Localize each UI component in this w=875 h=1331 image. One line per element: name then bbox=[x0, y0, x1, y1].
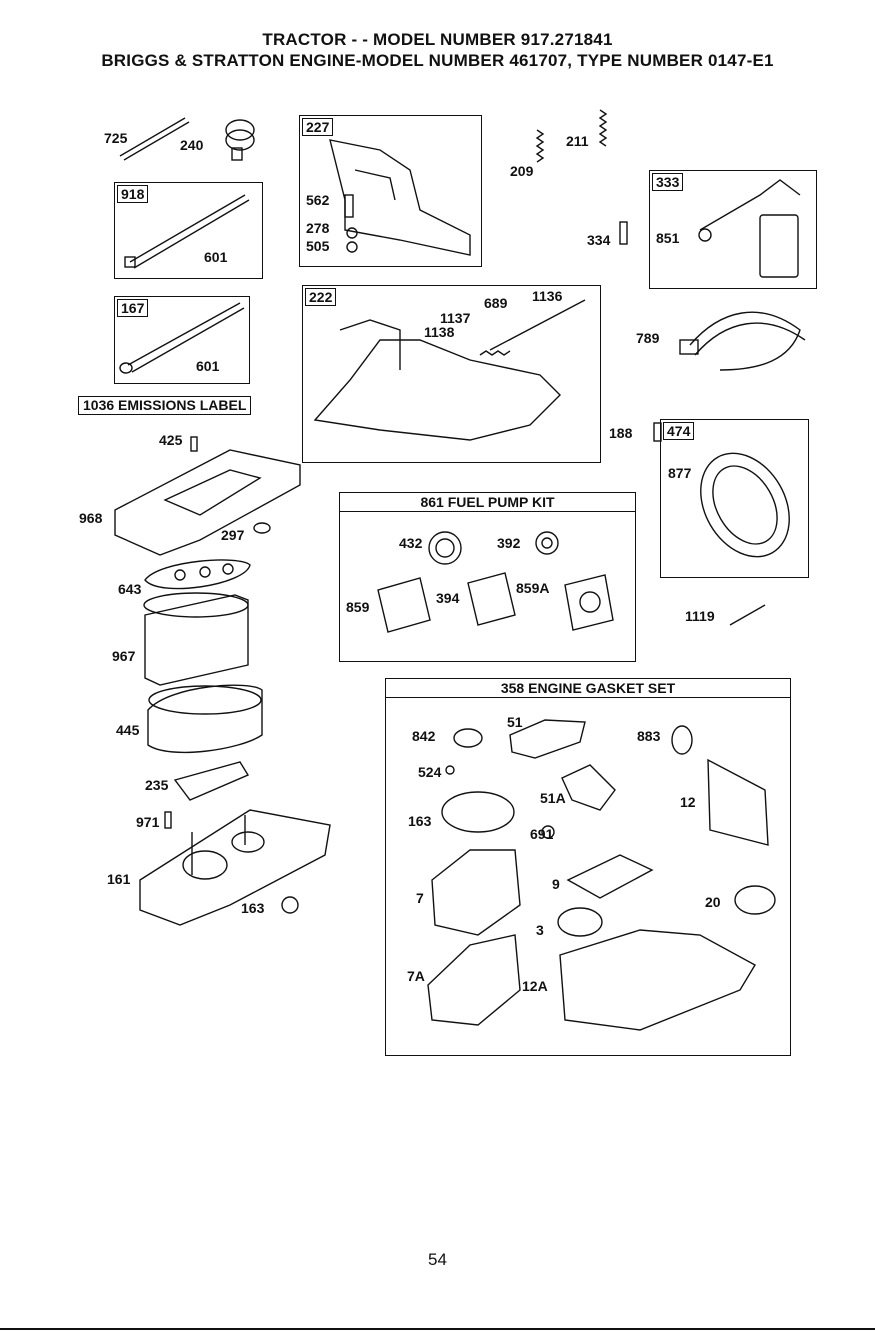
precleaner-967-drawing bbox=[143, 592, 249, 686]
part-967: 967 bbox=[112, 648, 136, 664]
page-title-line1: TRACTOR - - MODEL NUMBER 917.271841 bbox=[262, 30, 613, 49]
box-167-tag: 167 bbox=[117, 299, 149, 317]
part-12a: 12A bbox=[522, 978, 548, 994]
engine-gasket-set-box: 358 ENGINE GASKET SET bbox=[385, 678, 791, 1056]
springs-drawing bbox=[535, 109, 608, 163]
module-333-drawing bbox=[698, 179, 801, 278]
bolt-188-drawing bbox=[653, 422, 662, 442]
part-3: 3 bbox=[536, 922, 544, 938]
part-877: 877 bbox=[668, 465, 692, 481]
fuel-pump-kit-header: 861 FUEL PUMP KIT bbox=[340, 493, 635, 512]
part-425: 425 bbox=[159, 432, 183, 448]
nut-297-drawing bbox=[253, 522, 271, 534]
part-505: 505 bbox=[306, 238, 330, 254]
part-789: 789 bbox=[636, 330, 660, 346]
screw-425-drawing bbox=[190, 436, 198, 452]
part-7a: 7A bbox=[407, 968, 425, 984]
base-161-drawing bbox=[139, 809, 331, 926]
stator-877-drawing bbox=[700, 452, 790, 558]
fuel-pump-parts-drawing bbox=[377, 531, 614, 633]
box-222: 222 bbox=[302, 285, 601, 463]
box-918: 918 bbox=[114, 182, 263, 279]
part-691: 691 bbox=[530, 826, 554, 842]
part-643: 643 bbox=[118, 581, 142, 597]
bracket-235-drawing bbox=[173, 761, 250, 801]
screw-971-drawing bbox=[164, 811, 172, 829]
part-51: 51 bbox=[507, 714, 523, 730]
bolt-1119-drawing bbox=[729, 604, 766, 626]
box-918-tag: 918 bbox=[117, 185, 149, 203]
part-7: 7 bbox=[416, 890, 424, 906]
part-1119: 1119 bbox=[685, 608, 715, 624]
part-240: 240 bbox=[180, 137, 204, 153]
engine-gasket-set-header: 358 ENGINE GASKET SET bbox=[386, 679, 790, 698]
part-163-b: 163 bbox=[408, 813, 432, 829]
box-333: 333 bbox=[649, 170, 817, 289]
part-163-a: 163 bbox=[241, 900, 265, 916]
part-278: 278 bbox=[306, 220, 330, 236]
part-12: 12 bbox=[680, 794, 696, 810]
part-859: 859 bbox=[346, 599, 370, 615]
box-474-tag: 474 bbox=[663, 422, 695, 440]
part-842: 842 bbox=[412, 728, 436, 744]
box-474: 474 bbox=[660, 419, 809, 578]
part-1137: 1137 bbox=[440, 310, 471, 326]
part-1136: 1136 bbox=[532, 288, 563, 304]
part-445: 445 bbox=[116, 722, 140, 738]
gasket-163a-drawing bbox=[281, 896, 299, 914]
cover-968-drawing bbox=[114, 449, 301, 556]
panel-222-drawing bbox=[313, 299, 586, 441]
box-227: 227 bbox=[299, 115, 482, 267]
knob-240-drawing bbox=[225, 119, 255, 161]
part-209: 209 bbox=[510, 163, 534, 179]
part-188: 188 bbox=[609, 425, 633, 441]
bottom-rule bbox=[0, 1328, 875, 1330]
filter-445-drawing bbox=[147, 684, 263, 754]
part-297: 297 bbox=[221, 527, 245, 543]
harness-789-drawing bbox=[679, 311, 806, 371]
box-167: 167 bbox=[114, 296, 250, 384]
part-9: 9 bbox=[552, 876, 560, 892]
emissions-label-box: 1036 EMISSIONS LABEL bbox=[78, 396, 252, 415]
part-394: 394 bbox=[436, 590, 460, 606]
part-161: 161 bbox=[107, 871, 131, 887]
part-524: 524 bbox=[418, 764, 442, 780]
part-883: 883 bbox=[637, 728, 661, 744]
part-601-b: 601 bbox=[196, 358, 220, 374]
box-227-tag: 227 bbox=[302, 118, 334, 136]
part-689: 689 bbox=[484, 295, 508, 311]
page-number: 54 bbox=[428, 1250, 447, 1269]
rod-725-drawing bbox=[119, 117, 186, 157]
page-title-line2: BRIGGS & STRATTON ENGINE-MODEL NUMBER 46… bbox=[101, 51, 774, 70]
bolt-334-drawing bbox=[619, 221, 628, 245]
part-562: 562 bbox=[306, 192, 330, 208]
part-392: 392 bbox=[497, 535, 521, 551]
seal-643-drawing bbox=[144, 559, 251, 590]
cable-918-drawing bbox=[124, 194, 250, 269]
part-334: 334 bbox=[587, 232, 611, 248]
part-51a: 51A bbox=[540, 790, 566, 806]
gasket-set-parts-drawing bbox=[427, 719, 776, 1031]
part-968: 968 bbox=[79, 510, 103, 526]
bracket-227-drawing bbox=[329, 139, 471, 256]
part-211: 211 bbox=[566, 133, 589, 149]
box-222-tag: 222 bbox=[305, 288, 337, 306]
fuel-pump-kit-box: 861 FUEL PUMP KIT bbox=[339, 492, 636, 662]
box-333-tag: 333 bbox=[652, 173, 684, 191]
part-725: 725 bbox=[104, 130, 128, 146]
part-851: 851 bbox=[656, 230, 680, 246]
part-235: 235 bbox=[145, 777, 169, 793]
part-601-a: 601 bbox=[204, 249, 228, 265]
part-859a: 859A bbox=[516, 580, 550, 596]
part-20: 20 bbox=[705, 894, 721, 910]
cable-167-drawing bbox=[119, 302, 245, 374]
part-971: 971 bbox=[136, 814, 160, 830]
part-432: 432 bbox=[399, 535, 423, 551]
part-1138: 1138 bbox=[424, 324, 455, 340]
